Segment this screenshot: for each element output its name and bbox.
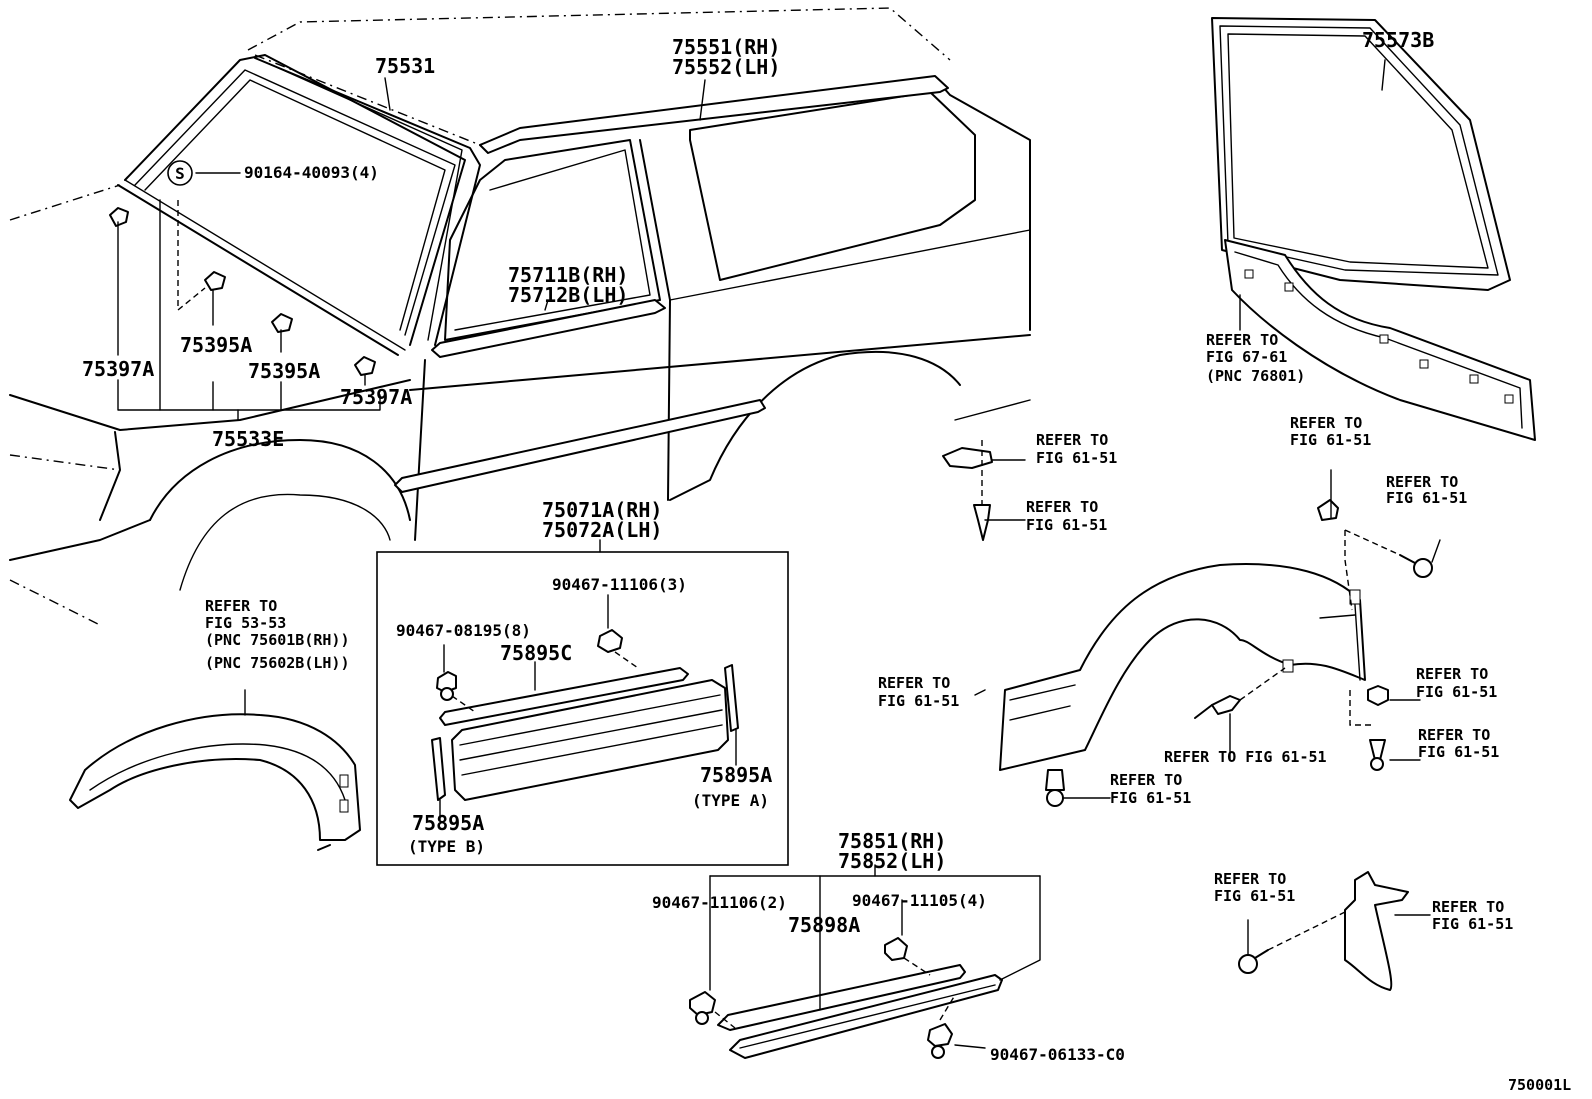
label-75711b-rh: 75711B(RH) — [508, 263, 628, 287]
ref-bracket-line-1: REFER TO — [1036, 431, 1108, 449]
ref-flare-screw-single-line: REFER TO FIG 61-51 — [1164, 748, 1327, 766]
label-75851-rh: 75851(RH) — [838, 829, 946, 853]
leader-lines-windshield — [117, 77, 706, 421]
label-75531: 75531 — [375, 54, 435, 78]
ref-front-flare-line-1: REFER TO — [205, 597, 277, 615]
label-75895c: 75895C — [500, 641, 572, 665]
label-90467-11106-3: 90467-11106(3) — [552, 575, 687, 594]
rear-quarter-trim-panel — [1224, 239, 1536, 441]
figure-code: 750001L — [1508, 1076, 1571, 1094]
mud-guard — [1238, 871, 1431, 991]
rear-fender-flare — [999, 563, 1366, 771]
ref-mudguard-line-2: FIG 61-51 — [1432, 915, 1513, 933]
label-75895a-type-a: 75895A — [700, 763, 772, 787]
rocker-molding — [689, 864, 1041, 1059]
ref-flare-left-line-1: REFER TO — [878, 674, 950, 692]
label-90467-06133: 90467-06133-C0 — [990, 1045, 1125, 1064]
ref-quarter-trim-line-2: FIG 67-61 — [1206, 348, 1287, 366]
label-90467-11106-2: 90467-11106(2) — [652, 893, 787, 912]
front-fender-flare — [69, 689, 361, 851]
ref-bolt-right-line-2: FIG 61-51 — [1418, 743, 1499, 761]
ref-flare-left-line-2: FIG 61-51 — [878, 692, 959, 710]
ref-front-flare-line-4: (PNC 75602B(LH)) — [205, 654, 350, 672]
ref-bracket-line-2: FIG 61-51 — [1036, 449, 1117, 467]
s-marker-letter: S — [175, 164, 185, 183]
side-molding-box — [376, 539, 789, 866]
ref-screw-line-1: REFER TO — [1026, 498, 1098, 516]
label-90467-11105: 90467-11105(4) — [852, 891, 987, 910]
label-75072a-lh: 75072A(LH) — [542, 518, 662, 542]
ref-nut-right-line-2: FIG 61-51 — [1416, 683, 1497, 701]
label-75852-lh: 75852(LH) — [838, 849, 946, 873]
windshield-clips — [109, 207, 376, 376]
refer-to-labels: REFER TO FIG 53-53 (PNC 75601B(RH)) (PNC… — [205, 331, 1513, 933]
ref-bolt-top-line-2: FIG 61-51 — [1386, 489, 1467, 507]
label-75552-lh: 75552(LH) — [672, 55, 780, 79]
label-75397a-left: 75397A — [82, 357, 154, 381]
ref-clip-top-line-2: FIG 61-51 — [1290, 431, 1371, 449]
label-90467-08195: 90467-08195(8) — [396, 621, 531, 640]
ref-mudguard-line-1: REFER TO — [1432, 898, 1504, 916]
label-75397a-right: 75397A — [340, 385, 412, 409]
ref-nut-right-line-1: REFER TO — [1416, 665, 1488, 683]
label-type-b: (TYPE B) — [408, 837, 485, 856]
door-belt-molding — [431, 299, 666, 358]
s-marker: S — [167, 160, 193, 186]
roof-drip-molding — [479, 75, 949, 154]
label-75898a: 75898A — [788, 913, 860, 937]
ref-clip-top-line-1: REFER TO — [1290, 414, 1362, 432]
ref-front-flare-line-2: FIG 53-53 — [205, 614, 286, 632]
label-75533e: 75533E — [212, 427, 284, 451]
ref-front-flare-line-3: (PNC 75601B(RH)) — [205, 631, 350, 649]
ref-quarter-trim-line-1: REFER TO — [1206, 331, 1278, 349]
label-75712b-lh: 75712B(LH) — [508, 283, 628, 307]
label-75395a-right: 75395A — [248, 359, 320, 383]
label-75071a-rh: 75071A(RH) — [542, 498, 662, 522]
label-75573b: 75573B — [1362, 28, 1434, 52]
vehicle-body-outline — [9, 7, 1031, 626]
rear-arch-bracket-and-screw — [942, 440, 1026, 541]
ref-quarter-trim-line-3: (PNC 76801) — [1206, 367, 1305, 385]
ref-bolt-top-line-1: REFER TO — [1386, 473, 1458, 491]
part-number-labels: 75531 75551(RH) 75552(LH) 75573B 90164-4… — [82, 28, 1571, 1094]
ref-screw-line-2: FIG 61-51 — [1026, 516, 1107, 534]
ref-flare-bottom-line-1: REFER TO — [1110, 771, 1182, 789]
ref-bolt-right-line-1: REFER TO — [1418, 726, 1490, 744]
label-type-a: (TYPE A) — [692, 791, 769, 810]
label-75551-rh: 75551(RH) — [672, 35, 780, 59]
label-75895a-type-b: 75895A — [412, 811, 484, 835]
label-75395a-left: 75395A — [180, 333, 252, 357]
ref-mudguard-bolt-line-1: REFER TO — [1214, 870, 1286, 888]
ref-mudguard-bolt-line-2: FIG 61-51 — [1214, 887, 1295, 905]
rear-flare-hardware — [974, 469, 1441, 807]
ref-flare-bottom-line-2: FIG 61-51 — [1110, 789, 1191, 807]
body-side-molding-strip — [394, 399, 766, 493]
label-90164-40093: 90164-40093(4) — [244, 163, 379, 182]
